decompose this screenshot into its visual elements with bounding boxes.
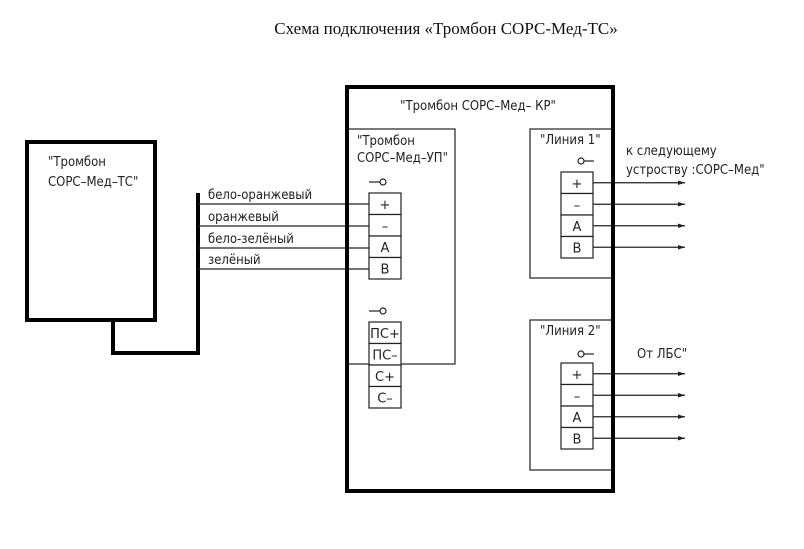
- line-1-terminal-label: –: [574, 198, 581, 213]
- module-up-terminal-label: +: [380, 198, 391, 213]
- device-ts-box: [25, 140, 157, 322]
- line-2-module: "Линия 2" + – AB От ЛБС": [529, 319, 687, 471]
- module-up-terminal-block-bottom: ПС+ ПС– С+ С–: [368, 321, 402, 409]
- module-up-label-line1: "Тромбон: [357, 134, 415, 149]
- contact-symbol-icon: [369, 307, 387, 315]
- module-up-bottom-terminal-label: ПС+: [370, 327, 400, 342]
- module-up-bottom-terminal-label: ПС–: [372, 348, 397, 363]
- module-up-bottom-terminal-label: С+: [375, 370, 395, 385]
- module-up-bottom-terminal-label: С–: [377, 391, 393, 406]
- line-2-terminal-block: + – AB: [560, 362, 685, 450]
- line-1-terminal-label: B: [573, 241, 582, 256]
- cable: [111, 193, 200, 355]
- module-up-terminal-label: A: [381, 241, 390, 256]
- line-2-terminal-label: +: [572, 368, 583, 383]
- module-up-bottom-terminal-cell: [368, 385, 402, 409]
- line-2-terminal-label: –: [574, 389, 581, 404]
- device-ts: "Тромбон СОРС–Мед–ТС": [25, 140, 157, 322]
- line-1-terminal-block: + – AB: [560, 171, 685, 259]
- module-up-terminal-block-top: + – AB: [368, 192, 402, 280]
- line-1-terminal-label: A: [573, 220, 582, 235]
- module-up-terminal-label: –: [382, 219, 389, 234]
- module-up: "Тромбон СОРС–Мед–УП" + – AB ПС+ ПС– С+ С–: [346, 128, 456, 409]
- contact-symbol-icon: [369, 178, 387, 186]
- wire-label-2: оранжевый: [208, 210, 279, 225]
- module-up-terminal-cell: [368, 256, 402, 280]
- wire-group: бело-оранжевый оранжевый бело-зелёный зе…: [198, 188, 369, 270]
- line-2-terminal-label: B: [573, 432, 582, 447]
- contact-symbol-icon: [577, 157, 594, 165]
- wire-label-4: зелёный: [208, 253, 261, 268]
- contact-symbol-icon: [577, 350, 594, 358]
- device-ts-label-line1: "Тромбон: [48, 155, 106, 170]
- line-2-note: От ЛБС": [637, 347, 687, 362]
- module-up-terminal-label: B: [381, 262, 390, 277]
- line-1-label: "Линия 1": [540, 133, 601, 148]
- diagram-title: Схема подключения «Тромбон СОРС-Мед-ТС»: [274, 19, 618, 38]
- module-up-label-line2: СОРС–Мед–УП": [357, 151, 448, 166]
- line-1-module: "Линия 1" + – AB к следующему устроству :С…: [529, 128, 765, 279]
- wire-label-3: бело-зелёный: [208, 232, 294, 247]
- wire-label-1: бело-оранжевый: [208, 188, 312, 203]
- line-1-note-line1: к следующему: [626, 144, 717, 159]
- line-1-terminal-label: +: [572, 177, 583, 192]
- line-2-label: "Линия 2": [540, 324, 601, 339]
- line-1-note-line2: устроству :СОРС–Мед": [626, 163, 765, 178]
- device-ts-label-line2: СОРС–Мед–ТС": [48, 175, 138, 190]
- device-kr-label: "Тромбон СОРС–Мед– КР": [400, 99, 556, 114]
- line-2-terminal-label: A: [573, 411, 582, 426]
